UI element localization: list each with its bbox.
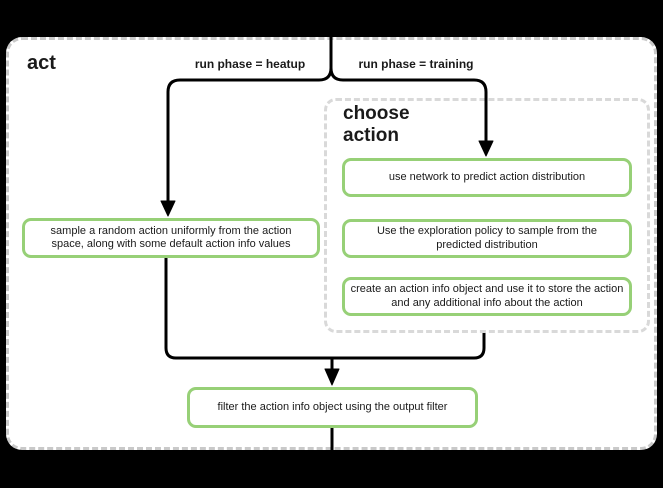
act-title: act: [27, 52, 56, 74]
branch-label-heatup: run phase = heatup: [194, 57, 306, 71]
node-filter-action-info: filter the action info object using the …: [187, 387, 478, 428]
branch-label-training: run phase = training: [358, 57, 474, 71]
node-use-network-predict: use network to predict action distributi…: [342, 158, 632, 197]
node-create-action-info-object: create an action info object and use it …: [342, 277, 632, 316]
node-exploration-policy-sample: Use the exploration policy to sample fro…: [342, 219, 632, 258]
node-sample-random-action: sample a random action uniformly from th…: [22, 218, 320, 258]
choose-action-group-title: choose action: [343, 103, 410, 146]
